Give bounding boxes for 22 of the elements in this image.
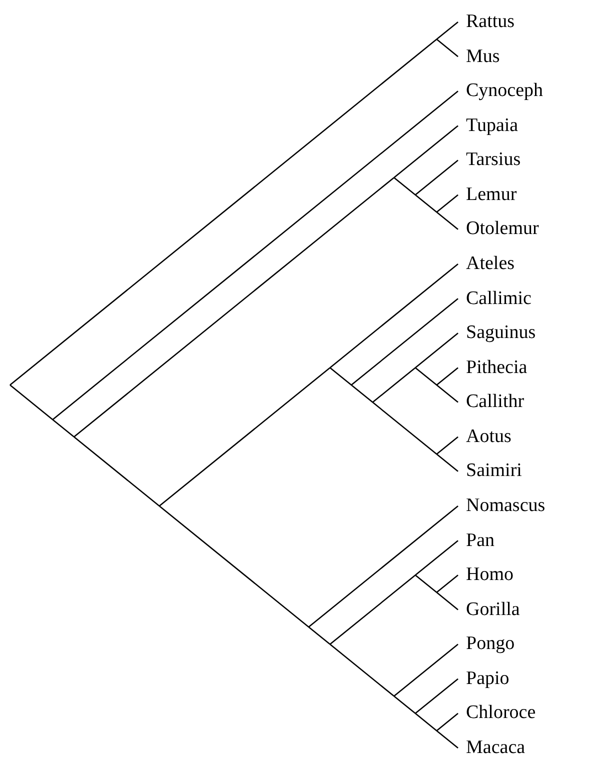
taxon-label: Chloroce — [466, 702, 536, 724]
taxon-label: Pithecia — [466, 356, 528, 379]
taxon-label: Papio — [466, 668, 510, 690]
taxon-label: Saguinus — [466, 322, 536, 344]
taxon-label: Aotus — [466, 426, 512, 448]
taxon-label: Homo — [466, 564, 514, 586]
taxon-label: Nomascus — [466, 495, 546, 517]
taxon-label: Tupaia — [466, 114, 518, 137]
taxon-label: Tarsius — [466, 149, 521, 172]
taxon-label: Gorilla — [466, 598, 520, 621]
taxon-label: Otolemur — [466, 218, 539, 240]
taxon-label: Callimic — [466, 288, 532, 310]
taxon-label: Macaca — [466, 737, 526, 759]
taxon-label: Cynoceph — [466, 80, 544, 102]
taxon-label: Rattus — [466, 11, 515, 33]
taxon-label: Pan — [466, 530, 494, 552]
taxon-label: Pongo — [466, 633, 515, 656]
taxon-label: Ateles — [466, 253, 515, 275]
taxon-label: Mus — [466, 46, 500, 68]
taxon-label: Callithr — [466, 391, 524, 414]
taxon-label: Lemur — [466, 184, 517, 206]
taxon-label: Saimiri — [466, 460, 522, 482]
